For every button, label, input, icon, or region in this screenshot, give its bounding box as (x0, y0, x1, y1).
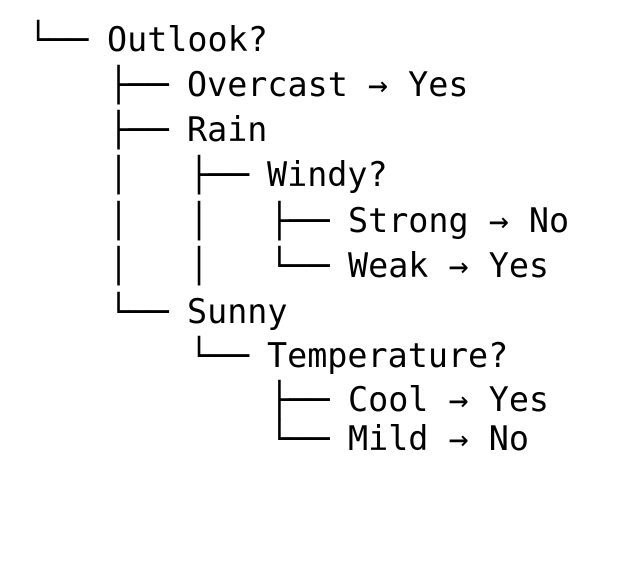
tree-row-weak: │ │ └── Weak → Yes (0, 246, 627, 286)
tree-branch-connector: │ │ └── (28, 246, 330, 285)
tree-row-sunny: └── Sunny (0, 292, 627, 332)
tree-branch-connector: ├── (28, 110, 169, 149)
tree-branch-connector: └── (28, 419, 330, 458)
tree-branch-connector: ├── (28, 65, 169, 104)
tree-node-label: Temperature? (267, 336, 509, 375)
tree-branch-connector: └── (28, 20, 89, 59)
tree-row-strong: │ │ ├── Strong → No (0, 201, 627, 241)
tree-leaf-label: Weak → Yes (348, 246, 550, 285)
tree-branch-connector: │ │ ├── (28, 201, 330, 240)
tree-branch-connector: └── (28, 292, 169, 331)
tree-leaf-label: Cool → Yes (348, 380, 550, 419)
tree-node-label: Outlook? (107, 20, 268, 59)
tree-row-overcast: ├── Overcast → Yes (0, 65, 627, 105)
tree-leaf-label: Strong → No (348, 201, 570, 240)
tree-leaf-label: Overcast → Yes (187, 65, 469, 104)
tree-row-temperature: └── Temperature? (0, 336, 627, 376)
tree-branch-connector: ├── (28, 380, 330, 419)
tree-row-mild: └── Mild → No (0, 419, 627, 459)
tree-row-windy: │ ├── Windy? (0, 155, 627, 195)
tree-row-rain: ├── Rain (0, 110, 627, 150)
tree-leaf-label: Mild → No (348, 419, 529, 458)
tree-node-label: Sunny (187, 292, 288, 331)
tree-branch-connector: │ ├── (28, 155, 250, 194)
tree-row-cool: ├── Cool → Yes (0, 380, 627, 420)
tree-row-outlook: └── Outlook? (0, 20, 627, 60)
tree-branch-connector: └── (28, 336, 250, 375)
decision-tree: └── Outlook? ├── Overcast → Yes ├── Rain… (0, 20, 627, 459)
tree-node-label: Windy? (267, 155, 388, 194)
tree-node-label: Rain (187, 110, 268, 149)
